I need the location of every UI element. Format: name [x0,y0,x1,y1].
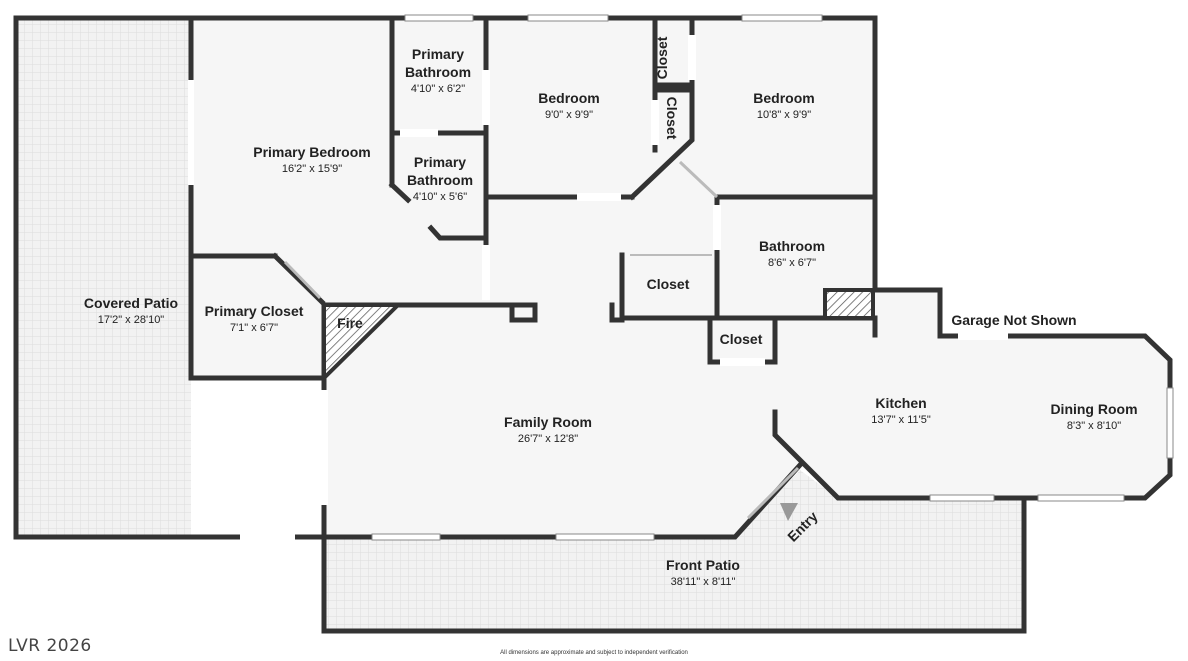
covered-patio-area [16,18,191,537]
family-room-dims: 26'7" x 12'8" [518,433,578,445]
fireplace [322,303,403,383]
entry-arrow-icon [780,503,798,521]
walls [13,15,1173,634]
primary-bathroom-1-name-line1: Primary [412,46,464,62]
front-patio-dims: 38'11" x 8'11" [671,576,736,588]
dining-room-dims: 8'3" x 8'10" [1067,420,1121,432]
front-patio-entry-area [735,470,1024,537]
bedroom-1-name: Bedroom [538,90,599,106]
garage-label: Garage Not Shown [951,312,1076,328]
primary-closet-dims: 7'1" x 6'7" [230,322,278,334]
kitchen-name: Kitchen [875,395,926,411]
interior-floor [191,18,1170,537]
bedroom-2-name: Bedroom [753,90,814,106]
primary-bathroom-2-name-line2: Bathroom [407,172,473,188]
front-patio-area [324,537,1024,631]
bathroom-name: Bathroom [759,238,825,254]
primary-bathroom-2-dims: 4'10" x 5'6" [413,191,467,203]
front-patio-name: Front Patio [666,557,740,573]
closet-label-1: Closet [654,36,670,79]
closet-label-2: Closet [664,97,680,140]
family-room-name: Family Room [504,414,592,430]
closet-label-4: Closet [720,331,763,347]
dining-room-name: Dining Room [1050,401,1137,417]
fire-label: Fire [337,315,363,331]
primary-bedroom-dims: 16'2" x 15'9" [282,163,342,175]
primary-bathroom-2-name-line1: Primary [414,154,466,170]
covered-patio-dims: 17'2" x 28'10" [98,314,165,326]
windows [188,14,1174,541]
primary-bedroom-name: Primary Bedroom [253,144,370,160]
bedroom-2-dims: 10'8" x 9'9" [757,109,811,121]
primary-bathroom-1-dims: 4'10" x 6'2" [411,83,465,95]
watermark: LVR 2026 [8,636,92,656]
bedroom-1-dims: 9'0" x 9'9" [545,109,593,121]
bathroom-shower [823,288,875,320]
covered-patio-name: Covered Patio [84,295,178,311]
primary-closet-name: Primary Closet [205,303,304,319]
disclaimer: All dimensions are approximate and subje… [500,650,688,656]
primary-bathroom-1-name-line2: Bathroom [405,64,471,80]
kitchen-dims: 13'7" x 11'5" [871,414,931,426]
bathroom-dims: 8'6" x 6'7" [768,257,816,269]
closet-label-3: Closet [647,276,690,292]
